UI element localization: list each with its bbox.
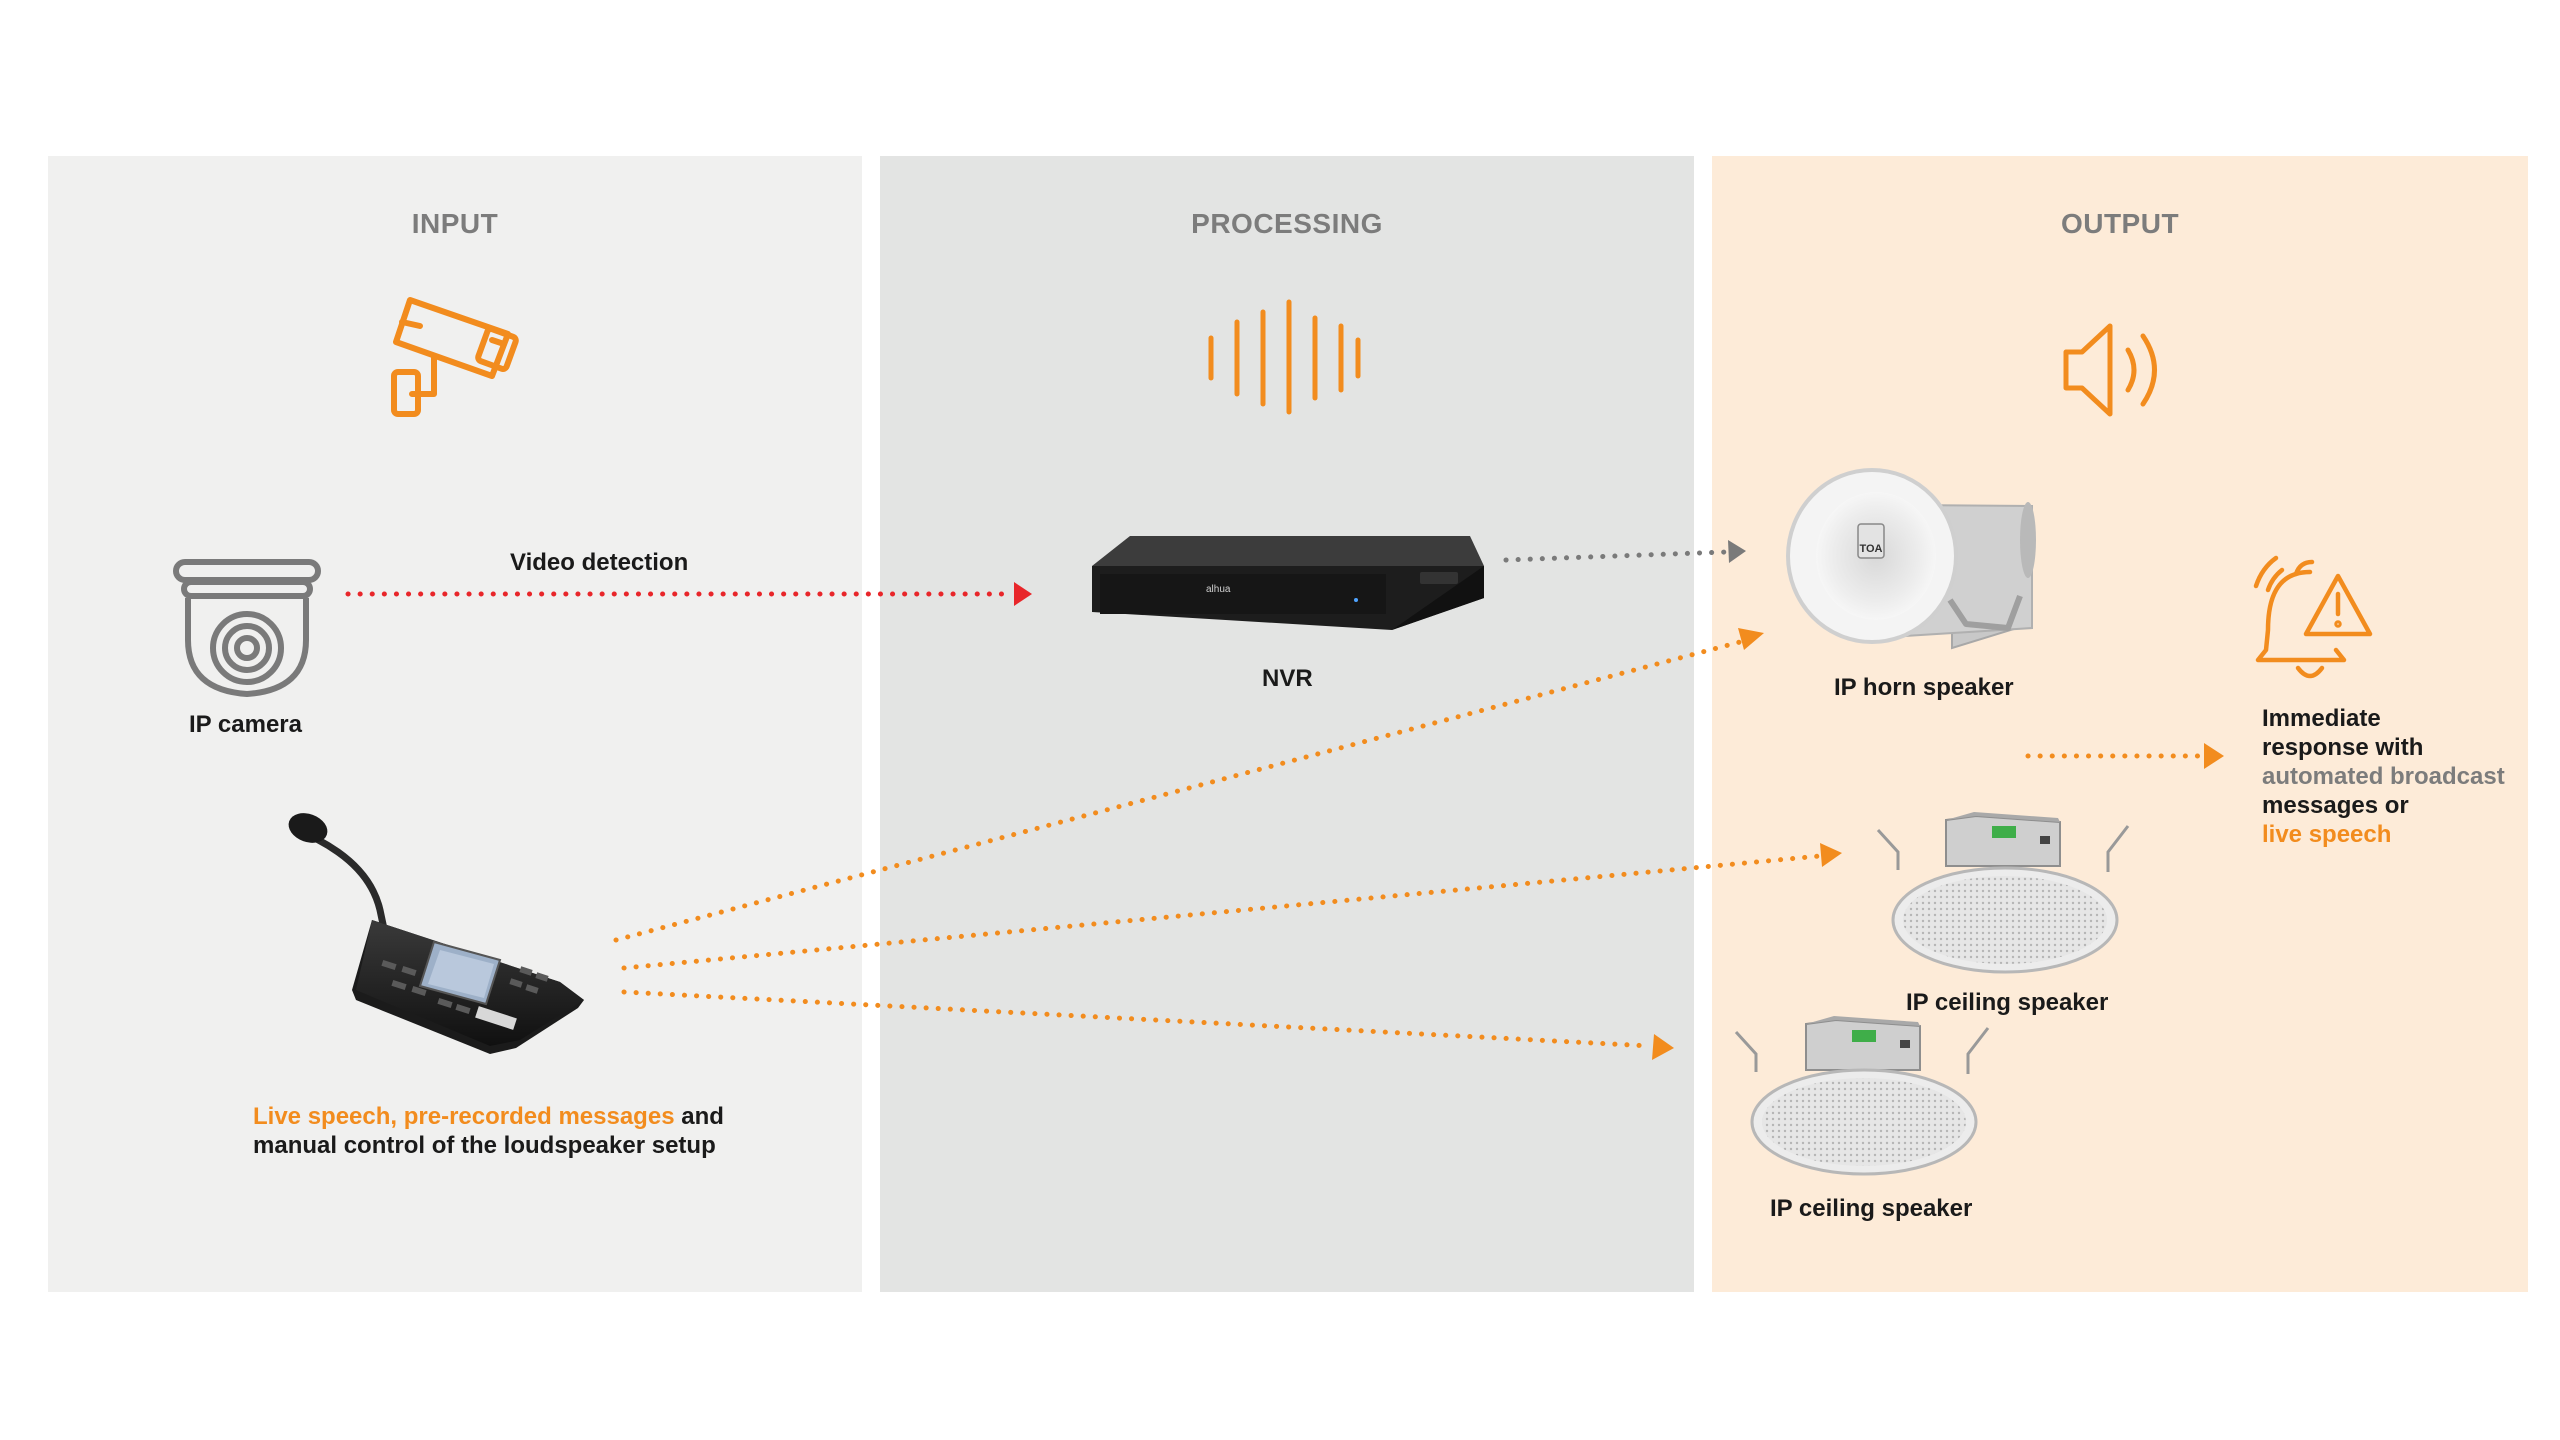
video-detection-label: Video detection: [510, 549, 689, 576]
alarm-bell-warning-icon: [2253, 555, 2373, 679]
console-caption-highlight: Live speech, pre-recorded messages: [253, 1103, 675, 1130]
speaker-volume-icon: [2063, 323, 2157, 417]
console-to-horn-arrow: [613, 628, 1764, 943]
nvr-label: NVR: [1262, 665, 1313, 692]
input-title: INPUT: [411, 208, 499, 239]
response-line5: live speech: [2262, 821, 2392, 848]
console-caption: Live speech, pre-recorded messages and m…: [253, 1102, 724, 1160]
paging-console: [288, 813, 584, 1054]
response-line4: messages or: [2262, 792, 2409, 819]
security-camera-icon: [391, 297, 519, 417]
ip-ceiling-speaker-label-2: IP ceiling speaker: [1770, 1195, 1973, 1222]
response-line1: Immediate: [2262, 705, 2381, 732]
console-caption-rest: and: [674, 1103, 724, 1130]
nvr-brand-label: alhua: [1206, 584, 1231, 595]
ip-horn-speaker-label: IP horn speaker: [1834, 674, 2014, 701]
input-panel: [48, 156, 862, 1292]
nvr-to-horn-arrow: [1503, 540, 1746, 563]
response-text: Immediate response with automated broadc…: [2262, 704, 2505, 849]
response-line2: response with: [2262, 734, 2424, 761]
console-to-ceiling1-arrow: [621, 843, 1842, 971]
ip-ceiling-speaker-1: [1876, 812, 2130, 974]
speaker-to-response-arrow: [2025, 743, 2224, 769]
ip-camera-label: IP camera: [189, 711, 302, 738]
console-caption-line2: manual control of the loudspeaker setup: [253, 1132, 716, 1159]
response-line3: automated broadcast: [2262, 763, 2505, 790]
horn-brand-label: TOA: [1859, 543, 1882, 555]
video-detection-arrow: [345, 582, 1032, 606]
ip-ceiling-speaker-label-1: IP ceiling speaker: [1906, 989, 2109, 1016]
console-to-ceiling2-arrow: [621, 989, 1674, 1060]
ip-dome-camera: [173, 559, 321, 697]
console-caption-line1: Live speech, pre-recorded messages and: [253, 1102, 724, 1131]
processing-title: PROCESSING: [1191, 208, 1383, 239]
nvr-device: alhua: [1092, 536, 1484, 630]
sound-wave-icon: [1208, 299, 1361, 415]
output-title: OUTPUT: [2060, 208, 2180, 239]
ip-horn-speaker: TOA: [1786, 468, 2036, 650]
ip-ceiling-speaker-2: [1734, 1016, 1990, 1176]
